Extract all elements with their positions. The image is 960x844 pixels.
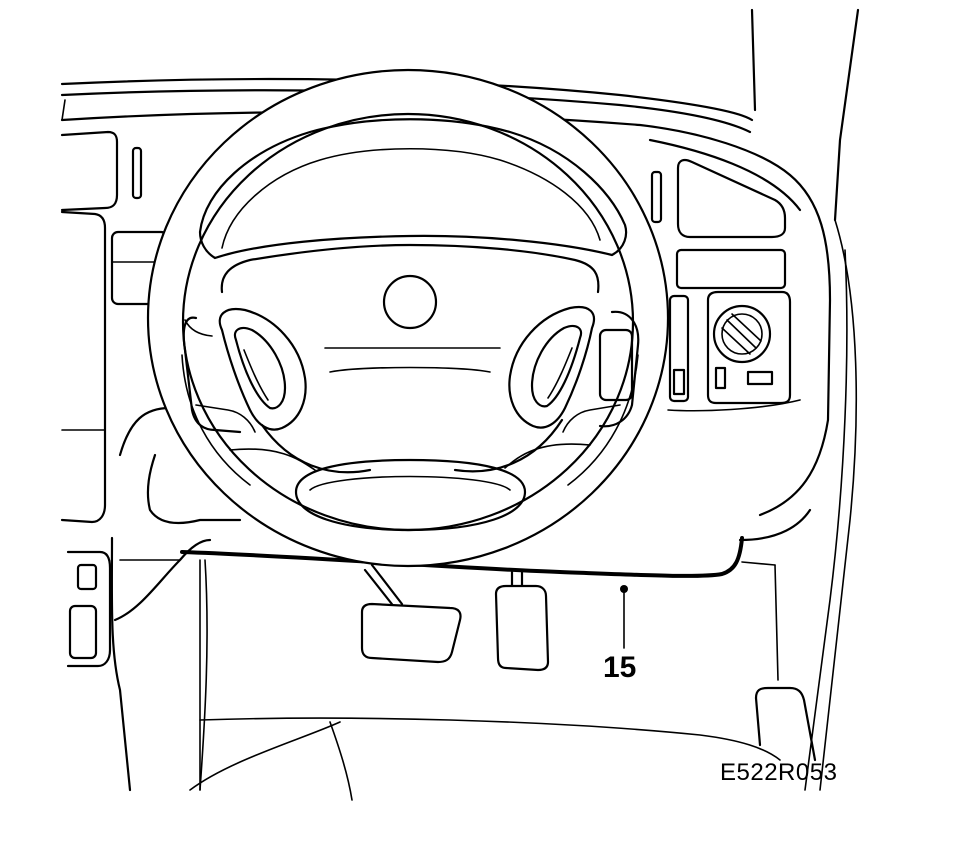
a-pillar — [750, 8, 860, 791]
steering-wheel — [146, 68, 670, 568]
stalk-switches — [182, 310, 640, 434]
left-lower-console — [66, 406, 212, 792]
pedals — [360, 563, 550, 672]
wiring-harness — [180, 536, 744, 578]
callout-15-leader — [620, 585, 628, 649]
figure-id: E522R053 — [720, 759, 838, 786]
callout-label-15: 15 — [603, 651, 637, 684]
floor-and-seat — [189, 561, 817, 801]
right-instrument-panel — [650, 158, 801, 412]
knee-bolster — [119, 453, 812, 791]
